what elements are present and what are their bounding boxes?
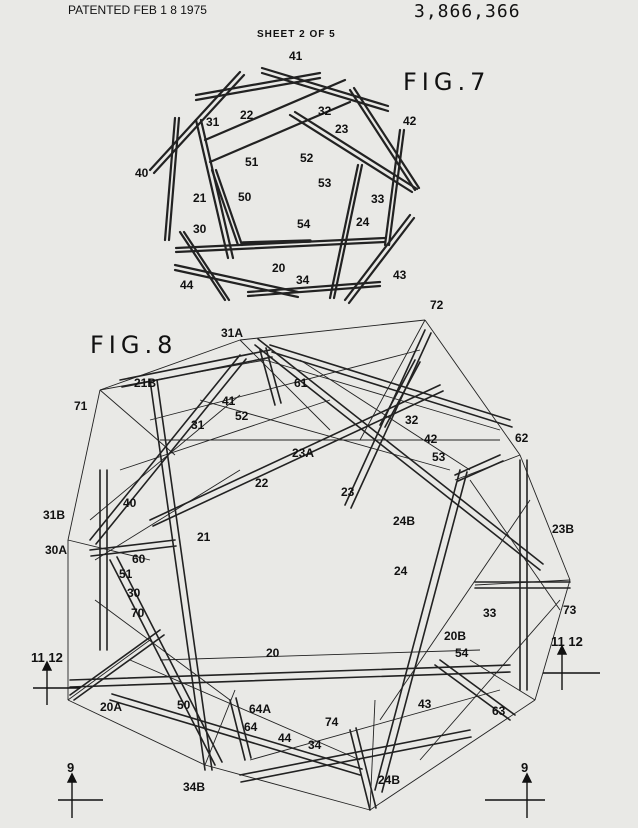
- fig8-label-34B: 34B: [183, 780, 206, 794]
- fig7-label-51: 51: [245, 155, 259, 169]
- fig8-label-20B: 20B: [444, 629, 467, 643]
- fig8-label-21: 21: [197, 530, 211, 544]
- patent-number: 3,866,366: [414, 1, 521, 22]
- fig7-label-53: 53: [318, 176, 332, 190]
- fig8-label-31A: 31A: [221, 326, 244, 340]
- fig7-label-50: 50: [238, 190, 252, 204]
- fig7-label-20: 20: [272, 261, 286, 275]
- fig8-label-50: 50: [177, 698, 191, 712]
- fig7-label-34: 34: [296, 273, 310, 287]
- fig8-label-73: 73: [563, 603, 577, 617]
- fig8-label-23A: 23A: [292, 446, 315, 460]
- fig8-label-72: 72: [430, 298, 444, 312]
- fig8-label-22: 22: [255, 476, 269, 490]
- fig8-label-41: 41: [222, 394, 236, 408]
- fig7-label-40: 40: [135, 166, 149, 180]
- fig8-label-31: 31: [191, 418, 205, 432]
- fig8-label-24B: 24B: [393, 514, 416, 528]
- fig8-label-21B: 21B: [134, 376, 157, 390]
- fig8-label-24B-bottom: 24B: [378, 773, 401, 787]
- fig8-label-62: 62: [515, 431, 529, 445]
- fig8-label-44: 44: [278, 731, 292, 745]
- fig8-label-34: 34: [308, 738, 322, 752]
- fig8-label-30: 30: [127, 586, 141, 600]
- fig8-label-53: 53: [432, 450, 446, 464]
- fig7-label-33: 33: [371, 192, 385, 206]
- fig8-label-30A: 30A: [45, 543, 68, 557]
- fig7-label-44: 44: [180, 278, 194, 292]
- fig8-label-11-12-left: 11 12: [31, 650, 63, 665]
- fig8-label-24: 24: [394, 564, 408, 578]
- fig7-label-21: 21: [193, 191, 207, 205]
- fig8-label-33: 33: [483, 606, 497, 620]
- fig7-label-24: 24: [356, 215, 370, 229]
- fig8-label-60: 60: [132, 552, 146, 566]
- fig8-label-70: 70: [131, 606, 145, 620]
- sheet-number: SHEET 2 OF 5: [257, 29, 336, 40]
- fig7-label-32: 32: [318, 104, 332, 118]
- fig8-label-52: 52: [235, 409, 249, 423]
- fig8-label-51: 51: [119, 567, 133, 581]
- fig8-label-9-right: 9: [521, 760, 529, 775]
- fig8-label-61: 61: [294, 376, 308, 390]
- fig7-label-54: 54: [297, 217, 311, 231]
- fig7-label-30: 30: [193, 222, 207, 236]
- fig7-label-22: 22: [240, 108, 254, 122]
- fig8-label-71: 71: [74, 399, 88, 413]
- fig7-label-43: 43: [393, 268, 407, 282]
- fig8-label-43: 43: [418, 697, 432, 711]
- fig8-label-32: 32: [405, 413, 419, 427]
- fig8-label-9-left: 9: [67, 760, 75, 775]
- fig8-label-74: 74: [325, 715, 339, 729]
- fig8-label-23: 23: [341, 485, 355, 499]
- fig7-label-41: 41: [289, 49, 303, 63]
- fig8-label-40: 40: [123, 496, 137, 510]
- patented-date: PATENTED FEB 1 8 1975: [68, 3, 207, 17]
- fig8-label-63: 63: [492, 704, 506, 718]
- fig7-label-42: 42: [403, 114, 417, 128]
- fig7-label-52: 52: [300, 151, 314, 165]
- fig8-label-54: 54: [455, 646, 469, 660]
- fig7-label-23: 23: [335, 122, 349, 136]
- fig8-label-23B: 23B: [552, 522, 575, 536]
- fig7-label-31: 31: [206, 115, 220, 129]
- figure-8-title: FIG.8: [90, 331, 178, 359]
- fig8-label-20: 20: [266, 646, 280, 660]
- fig8-label-20A: 20A: [100, 700, 123, 714]
- fig8-label-64A: 64A: [249, 702, 272, 716]
- fig8-label-11-12-right: 11 12: [551, 634, 583, 649]
- fig8-label-64: 64: [244, 720, 258, 734]
- fig8-label-42: 42: [424, 432, 438, 446]
- figure-7-title: FIG.7: [403, 68, 491, 96]
- fig8-label-31B: 31B: [43, 508, 66, 522]
